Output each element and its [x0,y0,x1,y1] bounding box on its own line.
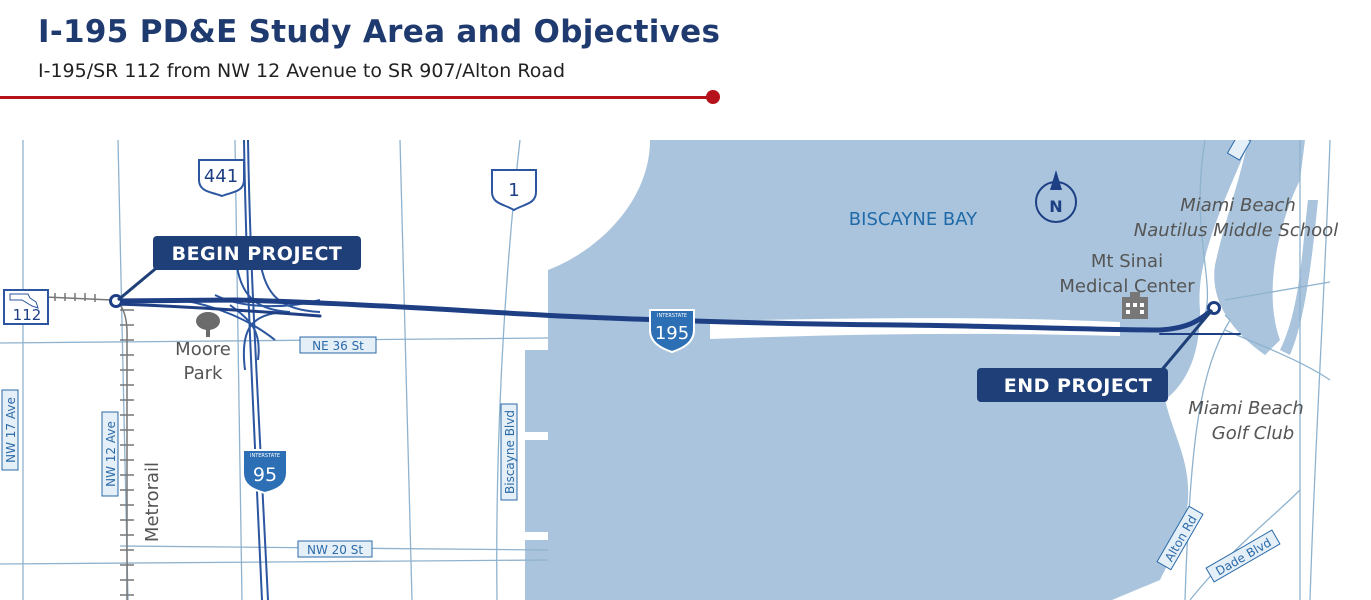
title-rule-dot [706,90,720,104]
begin-project-callout[interactable]: BEGIN PROJECT [117,236,361,302]
street-biscayne-plate: Biscayne Blvd [500,403,518,501]
i95-top-label: INTERSTATE [250,453,280,459]
us441-number: 441 [204,166,238,187]
study-area-map[interactable]: BEGIN PROJECT END PROJECT 441 1 112 INTE… [0,140,1371,600]
mt-sinai-label-1: Mt Sinai [1091,251,1163,272]
end-project-label: END PROJECT [1004,375,1152,397]
street-top-right-plate [1226,140,1252,161]
compass-letter: N [1049,197,1062,216]
i95-number: 95 [253,464,277,486]
street-nw20-label: NW 20 St [307,543,363,557]
street-nw12-plate: NW 12 Ave [101,411,119,497]
begin-project-box [153,236,361,270]
mt-sinai-label-2: Medical Center [1059,276,1195,297]
moore-park-label-1: Moore [175,339,231,360]
header: I-195 PD&E Study Area and Objectives I-1… [0,0,740,110]
title-rule [0,96,713,99]
golf-club-label-1: Miami Beach [1188,398,1304,419]
moore-park-label-2: Park [184,363,223,384]
sr112-number: 112 [13,306,42,324]
us441-shield: 441 [198,159,245,198]
compass-icon: N [1035,170,1077,223]
page-title: I-195 PD&E Study Area and Objectives [38,14,721,50]
hospital-icon [1122,292,1148,319]
i195-shield: INTERSTATE 195 [649,309,695,354]
page-subtitle: I-195/SR 112 from NW 12 Avenue to SR 907… [38,60,566,82]
street-biscayne-label: Biscayne Blvd [503,410,517,494]
i195-project-corridor [113,297,1241,335]
golf-club-label-2: Golf Club [1212,423,1294,444]
street-ne36-label: NE 36 St [312,339,364,353]
nautilus-label-1: Miami Beach [1180,195,1296,216]
street-nw12-label: NW 12 Ave [104,421,118,487]
metrorail-track [44,293,134,600]
street-nw17-plate: NW 17 Ave [1,389,19,471]
end-project-callout[interactable]: END PROJECT [977,309,1214,402]
end-project-box [977,368,1168,402]
i95-shield: INTERSTATE 95 [242,449,288,495]
nautilus-label-2: Nautilus Middle School [1134,220,1338,241]
us1-number: 1 [508,180,519,201]
biscayne-bay-water [525,140,1318,600]
biscayne-bay-label: BISCAYNE BAY [849,209,978,230]
street-ne36-plate: NE 36 St [299,336,377,354]
map-canvas: BEGIN PROJECT END PROJECT 441 1 112 INTE… [0,140,1338,600]
street-dade-plate: Dade Blvd [1205,529,1281,583]
i195-top-label: INTERSTATE [657,313,687,319]
metrorail-label: Metrorail [142,462,163,542]
i195-number: 195 [655,323,689,344]
street-nw20-plate: NW 20 St [297,540,373,558]
tree-icon [196,312,220,337]
street-nw17-label: NW 17 Ave [4,397,18,463]
sr112-shield: 112 [3,289,49,325]
us1-shield: 1 [491,169,537,212]
begin-project-label: BEGIN PROJECT [172,243,343,265]
